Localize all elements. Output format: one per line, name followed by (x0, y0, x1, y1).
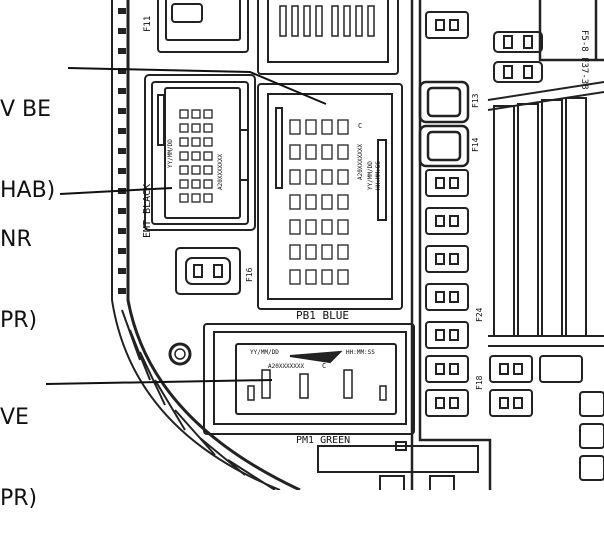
leader-lines (45, 67, 327, 385)
pm1-time: HH:MM:SS (346, 349, 375, 356)
fuse-f16 (175, 247, 241, 295)
pb1-time: HH:MM:SS (375, 161, 382, 190)
fuse-label-f18: F18 (475, 375, 484, 390)
fuse-label-f24: F24 (475, 307, 484, 322)
blade-fuses-top (493, 31, 543, 83)
fuse-label-f11: F11 (143, 16, 153, 32)
emt-code: A20XXXXXXX (217, 153, 224, 190)
callout-top: V BE HAB) (0, 42, 55, 231)
fuse-label-f14: F14 (471, 137, 480, 152)
pb1-date: YY/MM/DD (367, 161, 374, 190)
emt-connector (144, 74, 256, 231)
top-connectors (157, 0, 399, 75)
callout-top-line2: HAB) (0, 178, 56, 203)
callout-top-line1: V BE (0, 97, 52, 122)
callout-bottom-line2: PR) (0, 486, 38, 511)
relay-f13 (418, 80, 470, 168)
mini-fuse-column (425, 11, 604, 481)
pm1-green-label: PM1 GREEN (296, 435, 350, 446)
fuse-label-f13: F13 (471, 93, 480, 108)
callout-bottom-line1: VE (0, 405, 29, 430)
relay-stack (487, 81, 604, 347)
callout-mid-line2: PR) (0, 308, 38, 333)
fuse-range-label: F5-8 F37-38 (579, 30, 589, 90)
fuse-box-diagram: F11 EMT BLACK A20XXXXXXX YY/MM/DD (45, 0, 604, 490)
bottom-strip (317, 441, 479, 490)
callout-bottom: VE PR) (0, 350, 37, 539)
callout-mid: NR PR) (0, 172, 37, 361)
pm1-code: A20XXXXXXX (268, 363, 305, 370)
right-fuse-panel (410, 0, 604, 490)
pm1-letter: C (322, 362, 326, 370)
callout-mid-line1: NR (0, 227, 32, 252)
pm1-date: YY/MM/DD (250, 349, 279, 356)
pm1-connector (203, 323, 415, 435)
pb1-connector (257, 83, 403, 310)
mount-hole (168, 342, 192, 366)
pb1-code: A20XXXXXXX (357, 143, 364, 180)
pb1-blue-label: PB1 BLUE (296, 309, 349, 322)
pb1-letter: C (358, 122, 362, 130)
emt-date: YY/MM/DD (167, 139, 174, 168)
fuse-label-f16: F16 (245, 267, 254, 282)
emt-black-label: EMT BLACK (142, 184, 153, 238)
